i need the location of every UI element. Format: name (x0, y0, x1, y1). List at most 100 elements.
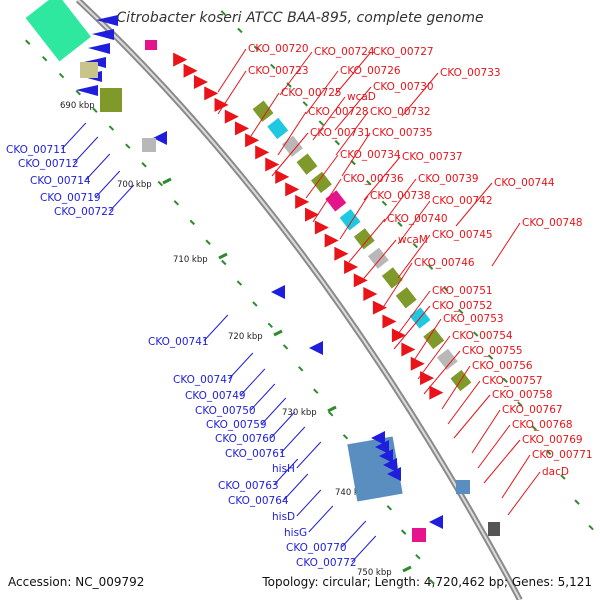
forward-leader-line (339, 195, 369, 240)
track-dot (220, 10, 226, 16)
reverse-leader-line (283, 473, 309, 501)
tick-label: 750 kbp (357, 568, 392, 578)
feature-block (325, 190, 347, 212)
track-dot (205, 239, 211, 245)
feature-block (367, 247, 389, 269)
track-dot (189, 219, 195, 226)
tick-label: 730 kbp (282, 408, 317, 418)
reverse-leader-line (270, 411, 296, 439)
tick-label: 740 kbp (335, 488, 370, 498)
forward-leader-line (279, 51, 313, 96)
reverse-gene-label: hisD (272, 511, 295, 523)
reverse-gene-arrow (96, 15, 118, 26)
feature-block (395, 287, 417, 309)
forward-gene-label: CKO_00769 (522, 434, 583, 446)
forward-gene-arrow (265, 157, 280, 172)
track-dot (381, 200, 388, 207)
reverse-gene-label: CKO_00722 (54, 206, 115, 218)
track-dot (429, 579, 435, 585)
track-dot (342, 434, 349, 440)
forward-gene-label: CKO_00720 (248, 43, 309, 55)
feature-block-magenta (412, 528, 426, 542)
backbone-arc-highlight (77, 0, 521, 600)
reverse-gene-label: hisG (284, 527, 307, 539)
forward-leader-line (397, 200, 431, 245)
reverse-leader-line (261, 397, 287, 425)
reverse-gene-arrow (88, 43, 110, 54)
track-dot (41, 56, 48, 62)
forward-gene-arrow (204, 86, 219, 101)
reverse-gene-label: hisH (272, 463, 295, 475)
forward-gene-label: CKO_00757 (482, 375, 543, 387)
forward-leader-line (348, 218, 386, 263)
reverse-leader-line (273, 458, 299, 486)
forward-gene-arrow (245, 133, 260, 148)
reverse-gene-label: CKO_00760 (215, 433, 276, 445)
feature-block (311, 171, 332, 193)
forward-leader-line (453, 394, 491, 439)
forward-gene-arrow (334, 246, 349, 261)
forward-leader-line (277, 111, 307, 156)
forward-gene-label: CKO_00726 (340, 65, 401, 77)
forward-leader-line (250, 92, 280, 137)
reverse-gene-arrow (375, 440, 389, 454)
forward-gene-arrow (234, 121, 249, 136)
feature-block (296, 153, 318, 175)
feature-block (252, 100, 274, 122)
forward-leader-line (271, 132, 309, 177)
forward-leader-line (334, 51, 372, 96)
forward-gene-arrow (305, 207, 320, 222)
track-dot (427, 264, 434, 270)
forward-gene-label: CKO_00771 (532, 449, 593, 461)
track-dot (286, 82, 292, 88)
feature-block-olive (100, 88, 122, 112)
track-dot (502, 377, 508, 384)
feature-block (436, 348, 458, 370)
forward-gene-arrow (353, 273, 368, 288)
track-dot (267, 322, 274, 328)
reverse-gene-arrow (383, 458, 397, 472)
track-dot (313, 388, 319, 394)
feature-block (353, 228, 375, 250)
feature-block (381, 267, 403, 289)
track-dot (75, 89, 81, 96)
track-dot (25, 39, 31, 45)
reverse-gene-label: CKO_00759 (206, 419, 267, 431)
track-dot (415, 554, 421, 560)
forward-gene-label: CKO_00746 (414, 257, 475, 269)
forward-gene-label: dacD (542, 466, 569, 478)
reverse-leader-line (61, 122, 87, 150)
forward-gene-label: CKO_00751 (432, 285, 493, 297)
reverse-gene-label: CKO_00714 (30, 175, 91, 187)
forward-leader-line (334, 86, 372, 131)
forward-leader-line (401, 72, 439, 117)
forward-gene-arrow (420, 371, 435, 386)
forward-leader-line (417, 335, 451, 380)
forward-gene-arrow (295, 194, 310, 209)
forward-gene-label: CKO_00736 (343, 173, 404, 185)
forward-gene-arrow (314, 220, 329, 235)
reverse-gene-label: CKO_00749 (185, 390, 246, 402)
track-dot (58, 72, 65, 79)
track-dot (253, 45, 260, 51)
forward-gene-label: CKO_00738 (370, 190, 431, 202)
reverse-leader-line (341, 520, 367, 548)
reverse-leader-line (280, 426, 306, 454)
feature-block-steel (456, 480, 470, 494)
tick-mark (218, 252, 228, 260)
forward-gene-label: wcaD (347, 91, 376, 103)
track-dot (270, 63, 276, 70)
reverse-gene-label: CKO_00712 (18, 158, 79, 170)
feature-block (267, 117, 289, 140)
track-dot (282, 344, 289, 350)
track-dot (443, 286, 449, 292)
reverse-gene-label: CKO_00761 (225, 448, 286, 460)
forward-gene-label: CKO_00755 (462, 345, 523, 357)
track-dot (545, 449, 552, 456)
forward-gene-arrow (429, 385, 444, 400)
reverse-gene-arrow (387, 467, 401, 481)
forward-gene-label: CKO_00756 (472, 360, 533, 372)
track-dot (560, 474, 566, 480)
reverse-gene-label: CKO_00719 (40, 192, 101, 204)
